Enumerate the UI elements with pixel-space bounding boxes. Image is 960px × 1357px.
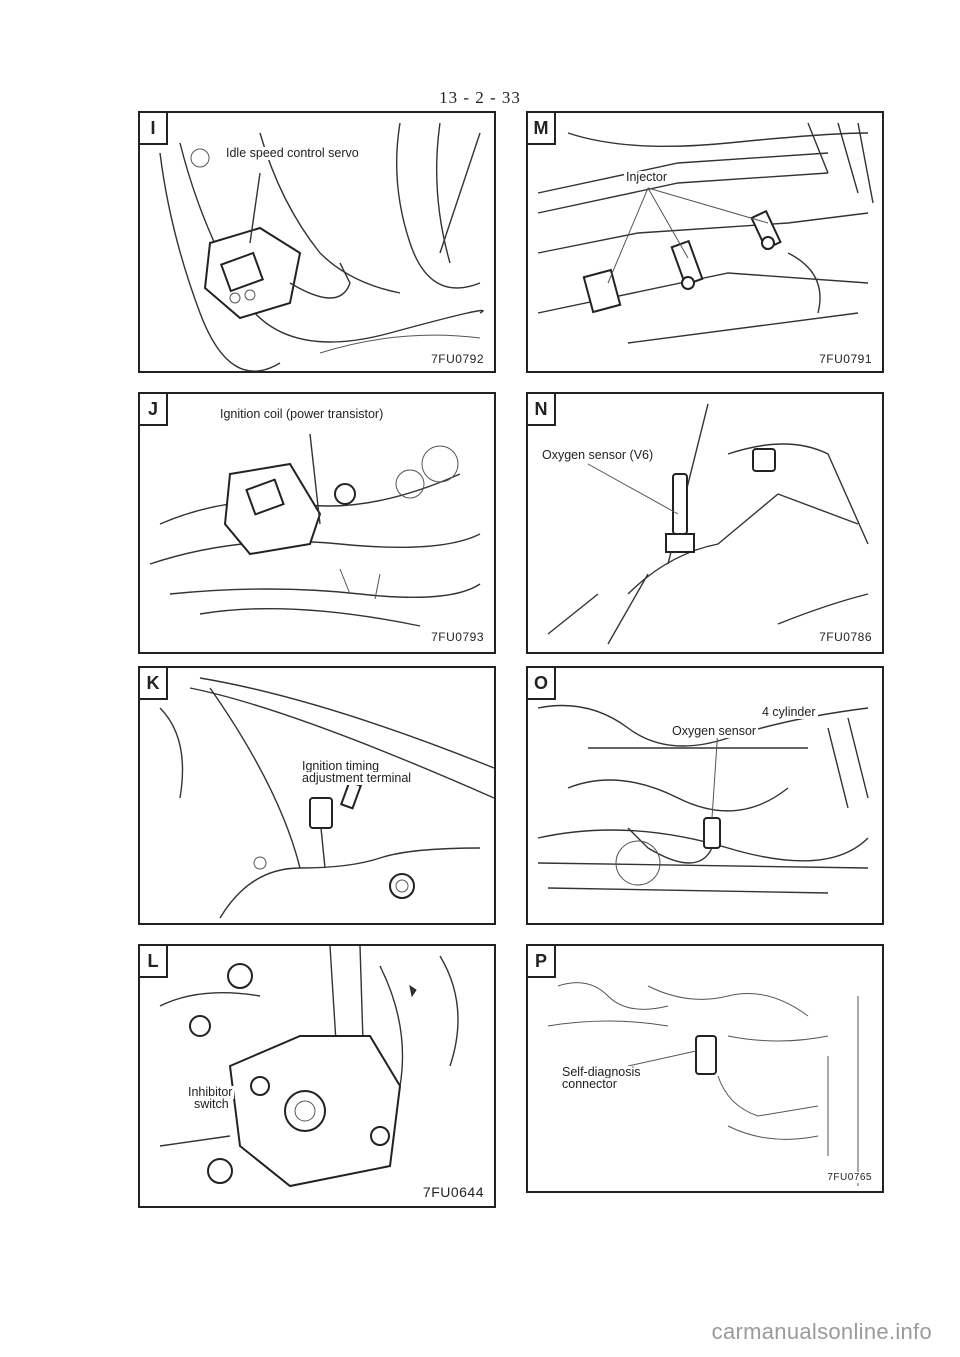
panel-letter: L <box>140 946 168 978</box>
panel-m-injector: M Injector 7FU0791 <box>526 111 884 373</box>
oxygen-sensor-v6-label: Oxygen sensor (V6) <box>540 448 656 462</box>
inhibitor-switch-label-line1: Inhibitor <box>186 1085 235 1099</box>
figure-code: 7FU0792 <box>429 352 486 366</box>
ignition-timing-terminal-illustration <box>159 677 494 919</box>
panel-letter: K <box>140 668 168 700</box>
panel-p-self-diagnosis-connector: P Self-diagnosis connector 7FU0765 <box>526 944 884 1193</box>
idle-speed-control-servo-illustration <box>159 122 484 371</box>
inhibitor-switch-illustration <box>159 946 459 1188</box>
self-diagnosis-label-line1: Self-diagnosis <box>560 1065 643 1079</box>
panel-i-idle-speed-control-servo: I Idle speed control servo 7FU0792 <box>138 111 496 373</box>
figure-code: 7FU0786 <box>817 630 874 644</box>
ignition-coil-label: Ignition coil (power transistor) <box>218 407 386 421</box>
inhibitor-switch-label-line2: switch <box>192 1097 231 1111</box>
self-diagnosis-label-line2: connector <box>560 1077 619 1091</box>
panel-n-oxygen-sensor-v6: N Oxygen sensor (V6) 7FU0786 <box>526 392 884 654</box>
injector-label: Injector <box>624 170 669 184</box>
panel-l-inhibitor-switch: L Inhibitor switch 7FU0644 <box>138 944 496 1208</box>
four-cylinder-label: 4 cylinder <box>760 705 818 719</box>
oxygen-sensor-4-cylinder-illustration <box>537 704 869 894</box>
panel-letter: J <box>140 394 168 426</box>
figure-code: 7FU0791 <box>817 352 874 366</box>
ignition-coil-illustration <box>149 433 481 627</box>
figure-code: 7FU0765 <box>825 1172 874 1183</box>
panel-letter: M <box>528 113 556 145</box>
figure-code: 7FU0793 <box>429 630 486 644</box>
watermark: carmanualsonline.info <box>711 1319 932 1344</box>
oxygen-sensor-v6-illustration <box>547 403 869 645</box>
injector-illustration <box>537 122 874 344</box>
oxygen-sensor-label: Oxygen sensor <box>670 724 759 738</box>
ignition-timing-label-line2: adjustment terminal <box>300 771 414 785</box>
panel-j-ignition-coil: J Ignition coil (power transistor) 7FU07… <box>138 392 496 654</box>
panel-o-oxygen-sensor-4cyl: O 4 cylinder Oxygen sensor <box>526 666 884 925</box>
idle-speed-control-servo-label: Idle speed control servo <box>224 146 361 160</box>
panel-letter: N <box>528 394 556 426</box>
panel-letter: I <box>140 113 168 145</box>
panel-k-ignition-timing: K Ignition timing adjustment terminal <box>138 666 496 925</box>
figure-code: 7FU0644 <box>420 1184 486 1200</box>
ignition-timing-label-line1: Ignition timing <box>300 759 382 773</box>
page-number: 13 - 2 - 33 <box>439 88 521 107</box>
self-diagnosis-connector-illustration <box>547 982 859 1186</box>
panel-letter: P <box>528 946 556 978</box>
panel-letter: O <box>528 668 556 700</box>
